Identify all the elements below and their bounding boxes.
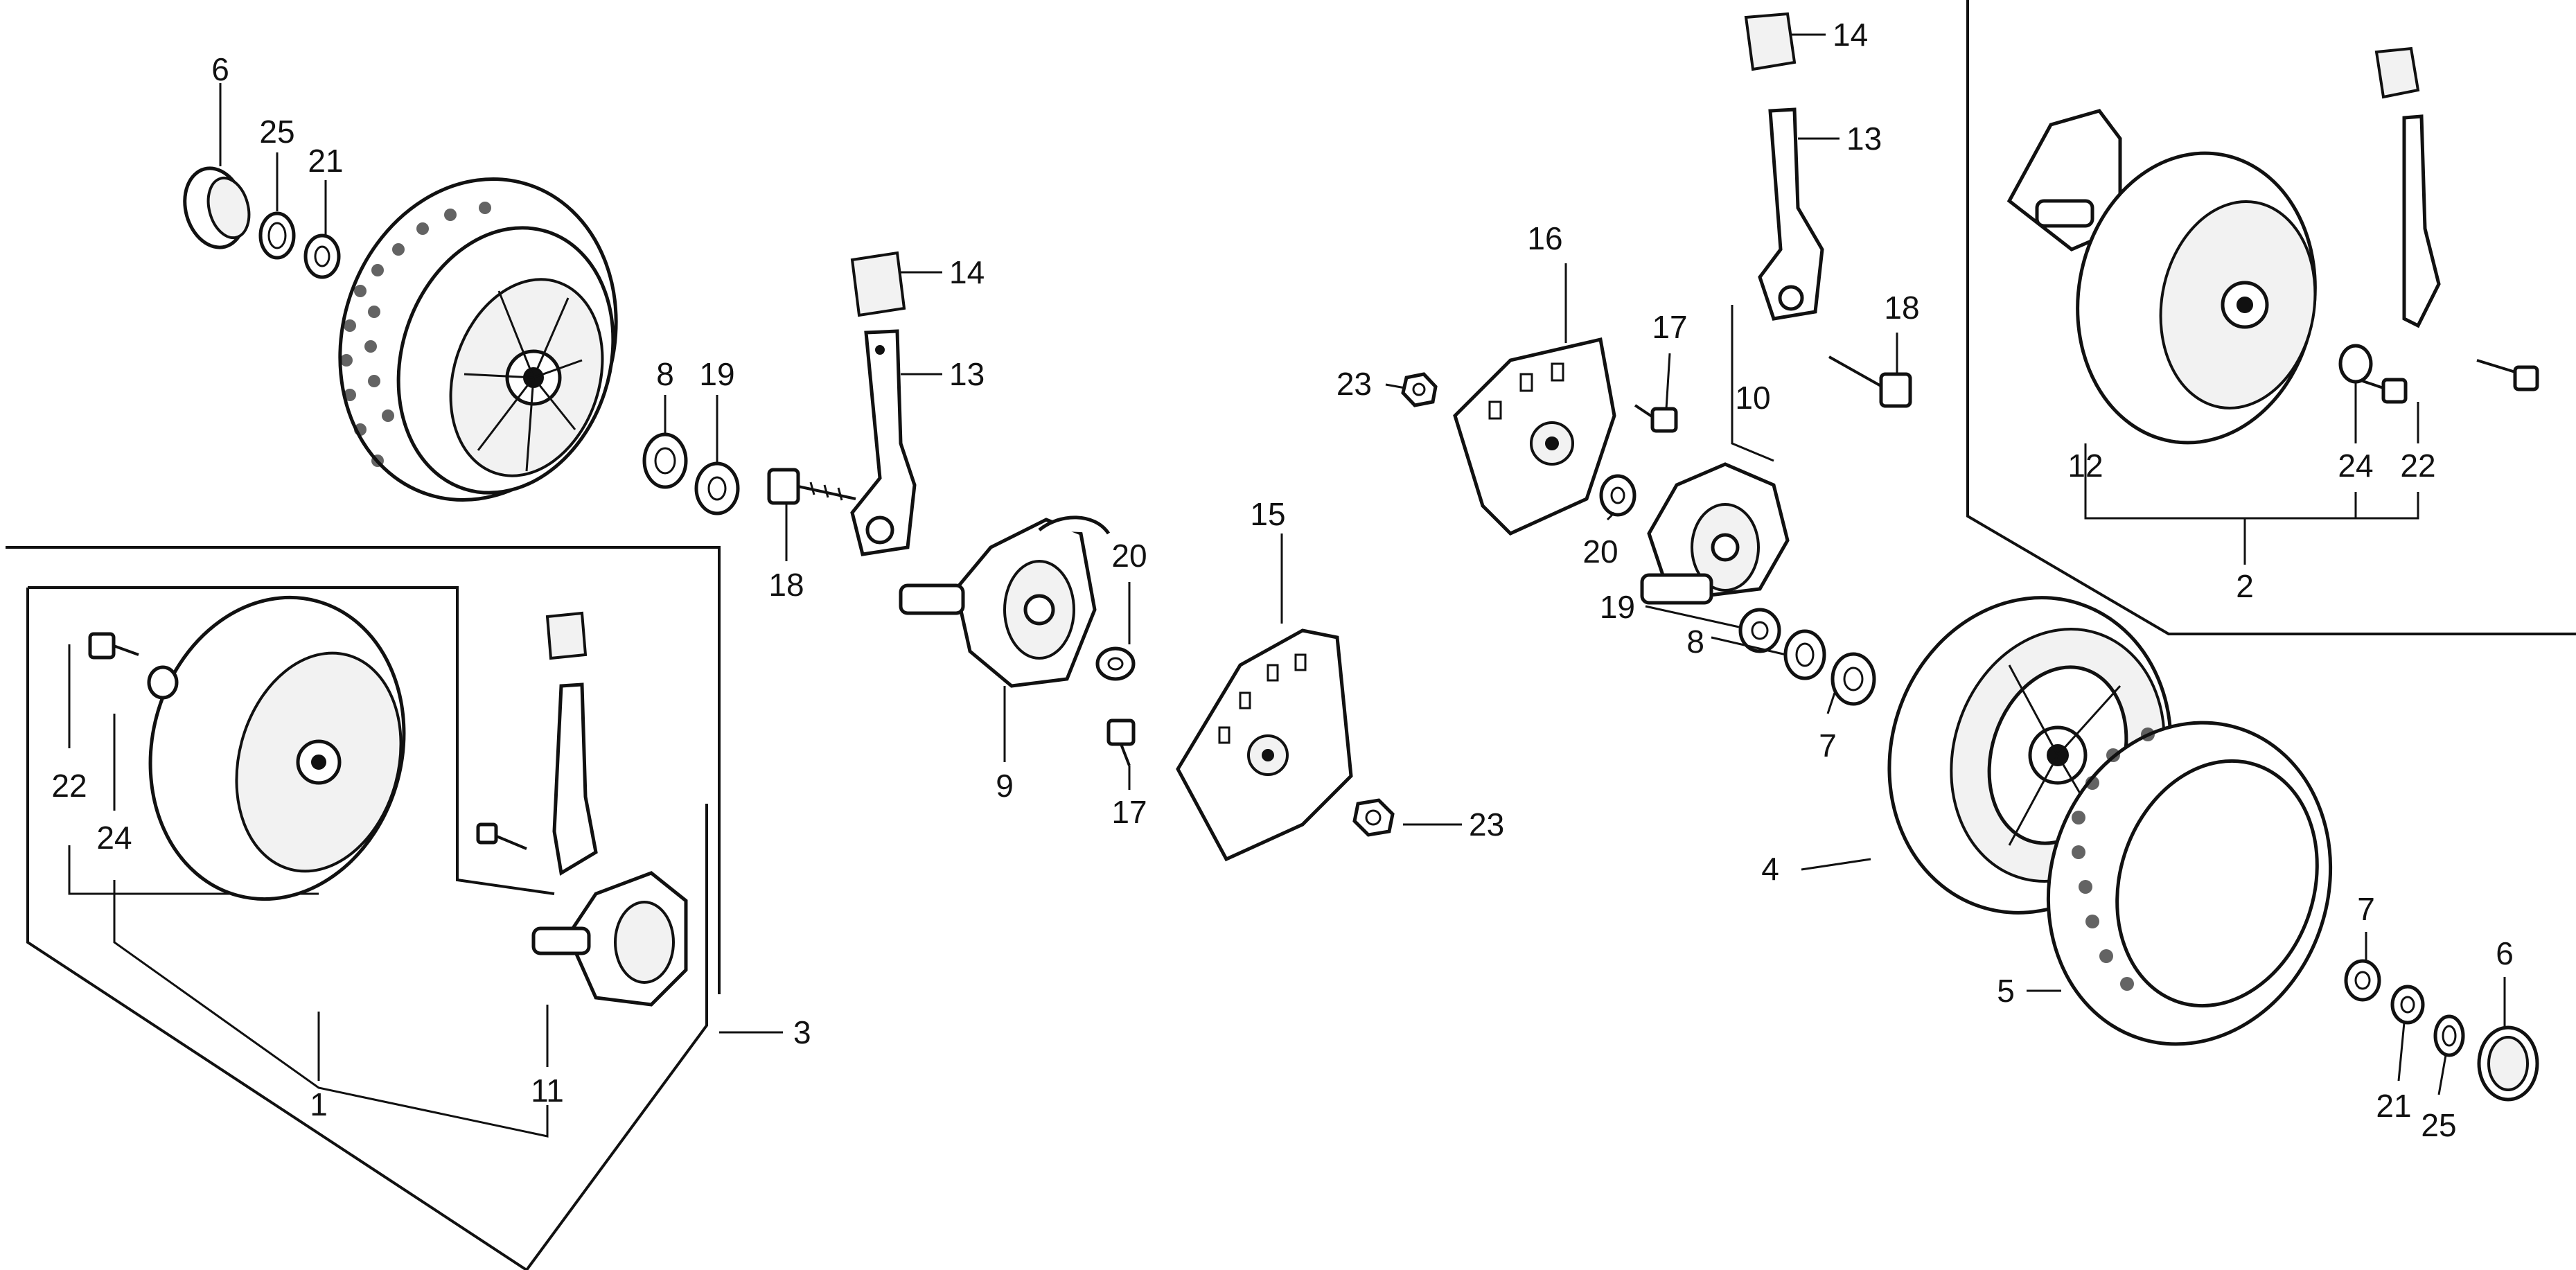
height-adjuster-10 xyxy=(1640,462,1790,605)
callout-20-left: 20 xyxy=(1111,538,1147,574)
callout-16: 16 xyxy=(1527,220,1562,256)
bolt-18-right xyxy=(1828,355,1912,408)
clip-25-right xyxy=(2433,1014,2465,1057)
washer-8-left xyxy=(642,432,688,489)
callout-14-right: 14 xyxy=(1833,17,1868,53)
bushing-7-lower xyxy=(2344,959,2381,1002)
cap-6-top-left xyxy=(183,166,251,249)
callout-24-left: 24 xyxy=(96,820,132,856)
bolt-17-left xyxy=(1106,718,1136,766)
callout-20-right: 20 xyxy=(1582,533,1618,570)
bolt-18-left xyxy=(767,468,856,505)
clip-25-top-left xyxy=(258,211,296,260)
washer-21-right xyxy=(2390,985,2425,1025)
callout-13-left: 13 xyxy=(949,356,985,392)
callout-5: 5 xyxy=(1997,973,2015,1009)
callout-24-top-right: 24 xyxy=(2338,448,2373,484)
callout-22-left: 22 xyxy=(51,768,87,804)
pad-14-top-right xyxy=(1744,12,1797,71)
callout-17-right: 17 xyxy=(1652,309,1687,345)
callout-21-top-left: 21 xyxy=(308,143,343,179)
callout-23-lower: 23 xyxy=(1469,806,1504,843)
callout-10: 10 xyxy=(1735,380,1770,416)
plate-15 xyxy=(1176,628,1353,862)
tire-5 xyxy=(2046,721,2333,1046)
assembly-bracket-2 xyxy=(2084,492,2419,565)
assembly-box-3 xyxy=(6,546,783,1270)
plate-16 xyxy=(1453,337,1616,536)
washer-19-right xyxy=(1738,608,1781,653)
callout-18-right: 18 xyxy=(1884,290,1919,326)
callout-21-right: 21 xyxy=(2376,1088,2411,1124)
pad-14-left xyxy=(850,251,906,317)
wheel-assembly-3 xyxy=(88,595,688,1007)
nut-23-upper xyxy=(1401,372,1438,407)
callout-17-left: 17 xyxy=(1111,794,1147,830)
callout-7-lower: 7 xyxy=(2357,891,2375,927)
height-adjuster-9 xyxy=(899,515,1111,688)
callout-8-right: 8 xyxy=(1686,624,1704,660)
washer-8-right xyxy=(1783,629,1826,680)
callout-2: 2 xyxy=(2236,568,2254,604)
callout-6-right: 6 xyxy=(2496,935,2514,971)
callout-25-top-left: 25 xyxy=(259,114,294,150)
washer-20-left xyxy=(1095,646,1136,681)
callout-18-left: 18 xyxy=(768,567,804,603)
leader-lines xyxy=(68,33,2506,1095)
callout-12: 12 xyxy=(2067,448,2103,484)
callout-7-right: 7 xyxy=(1819,727,1837,764)
callout-4: 4 xyxy=(1761,851,1779,887)
callout-19-right: 19 xyxy=(1600,589,1635,625)
bolt-17-right xyxy=(1634,404,1678,433)
callout-3: 3 xyxy=(793,1014,811,1050)
wheel-assembly-2 xyxy=(2006,46,2539,445)
lever-13-right xyxy=(1758,107,1824,321)
washer-21-top-left xyxy=(303,233,341,279)
washer-19-left xyxy=(694,461,740,515)
bushing-7-right xyxy=(1830,652,1876,706)
callout-13-right: 13 xyxy=(1846,121,1882,157)
callout-19-left: 19 xyxy=(699,356,734,392)
washer-20-right xyxy=(1599,474,1637,517)
callout-14-left: 14 xyxy=(949,254,985,290)
assembly-box-2 xyxy=(1966,0,2576,635)
callout-11: 11 xyxy=(531,1073,564,1109)
nut-23-lower xyxy=(1352,798,1395,837)
callout-15: 15 xyxy=(1250,496,1285,532)
callout-9: 9 xyxy=(996,768,1014,804)
callout-6-top-left: 6 xyxy=(211,51,229,87)
callout-25-right: 25 xyxy=(2421,1107,2456,1143)
callout-1: 1 xyxy=(310,1086,328,1122)
wheel-top-left xyxy=(338,177,618,502)
callout-8-left: 8 xyxy=(656,356,674,392)
callout-23-upper: 23 xyxy=(1336,366,1372,402)
cap-6-right xyxy=(2477,1025,2539,1102)
callout-labels: 6 25 21 8 19 18 14 13 9 20 17 15 23 23 1… xyxy=(51,17,2513,1143)
callout-22-top-right: 22 xyxy=(2400,448,2435,484)
lever-13-left xyxy=(850,329,917,556)
